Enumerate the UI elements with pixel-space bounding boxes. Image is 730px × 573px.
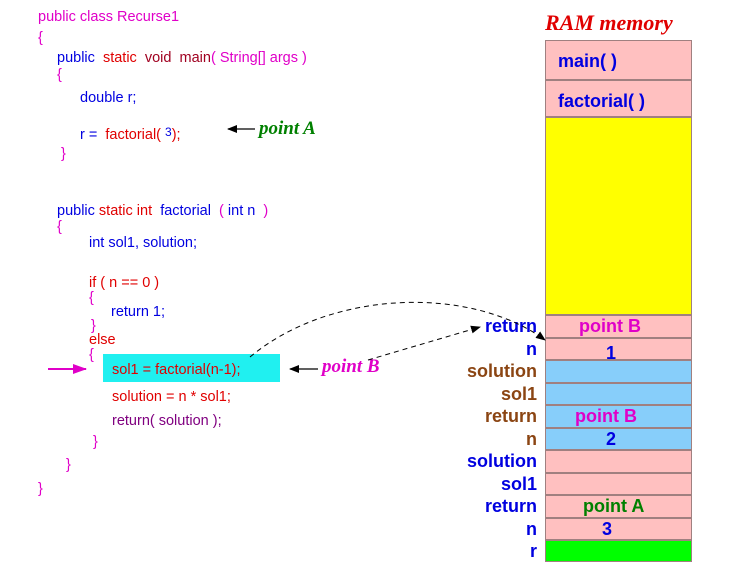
free-memory-cell: [545, 117, 692, 315]
memory-title: RAM memory: [545, 10, 673, 35]
main-signature: public static void main( String[] args ): [57, 50, 307, 66]
stack-label-n: n: [526, 339, 537, 359]
stack-label-r: r: [529, 541, 537, 561]
stack-label-solution: solution: [467, 451, 537, 471]
stack-value-n3: 3: [602, 519, 613, 539]
brace-open-factorial: {: [57, 219, 62, 235]
class-declaration: public class Recurse1: [38, 9, 180, 25]
stack-value-return-a: point A: [583, 496, 645, 516]
factorial-frame-label: factorial( ): [558, 91, 646, 111]
pointb-to-return-arrow: [367, 325, 481, 361]
main-frame-cell: [545, 40, 692, 80]
locals-declaration: int sol1, solution;: [89, 235, 198, 251]
stack-cell-return-b1: [545, 315, 692, 338]
stack-cell-n3: [545, 518, 692, 540]
recursive-call-line: sol1 = factorial(n-1);: [112, 362, 241, 378]
if-statement: if ( n == 0 ): [89, 275, 160, 291]
stack-label-n: n: [526, 429, 537, 449]
call-to-return-arrow: [249, 301, 546, 358]
brace-close-factorial: }: [66, 457, 71, 473]
stack-cell-sol1-2: [545, 473, 692, 495]
stack-value-return-b2: point B: [575, 406, 637, 426]
brace-open-else: {: [89, 347, 94, 363]
stack-cell-solution1: [545, 360, 692, 383]
brace-close-else: }: [93, 434, 98, 450]
else-keyword: else: [89, 332, 116, 348]
brace-close-class: }: [38, 481, 43, 497]
stack-cell-return-b2: [545, 405, 692, 428]
stack-label-return: return: [484, 496, 537, 516]
brace-open-if: {: [89, 290, 94, 306]
point-b-label: point B: [322, 356, 380, 377]
stack-cell-solution2: [545, 450, 692, 473]
return-one: return 1;: [111, 304, 165, 320]
stack-label-n: n: [526, 519, 537, 539]
brace-open-class: {: [38, 30, 43, 46]
factorial-signature: public static int factorial ( int n ): [57, 203, 269, 219]
main-frame-label: main( ): [558, 51, 618, 71]
return-solution: return( solution );: [112, 413, 222, 429]
stack-label-sol1: sol1: [500, 474, 537, 494]
stack-cell-n2: [545, 428, 692, 450]
brace-open-main: {: [57, 67, 62, 83]
solution-assignment: solution = n * sol1;: [112, 389, 231, 405]
stack-value-n1: 1: [606, 343, 617, 363]
stack-cell-n1: [545, 338, 692, 360]
double-r-declaration: double r;: [80, 90, 137, 106]
r-assignment: r = factorial( 3);: [80, 125, 181, 143]
factorial-frame-cell: [545, 80, 692, 117]
stack-cell-r: [545, 540, 692, 562]
stack-value-return-b1: point B: [579, 316, 641, 336]
stack-cell-sol1-1: [545, 383, 692, 405]
point-a-label: point A: [259, 118, 316, 139]
current-line-highlight: [103, 354, 280, 382]
stack-label-return: return: [484, 316, 537, 336]
stack-label-return: return: [484, 406, 537, 426]
brace-close-main: }: [61, 146, 66, 162]
stack-label-sol1: sol1: [500, 384, 537, 404]
stack-cell-return-a: [545, 495, 692, 518]
stack-label-solution: solution: [467, 361, 537, 381]
stack-value-n2: 2: [606, 429, 617, 449]
brace-close-if: }: [91, 318, 96, 334]
